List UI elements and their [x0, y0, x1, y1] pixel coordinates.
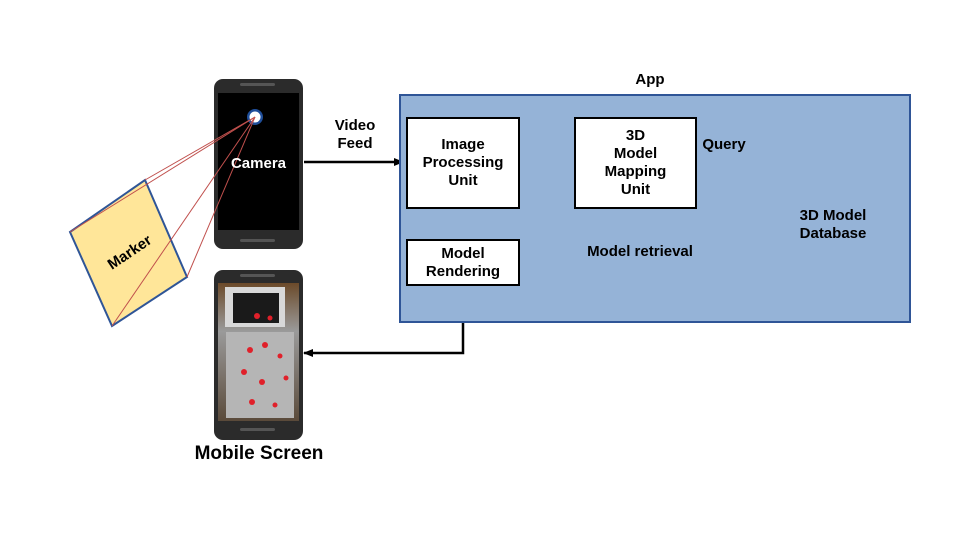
model-retrieval-label: Model retrieval [587, 243, 693, 260]
video-feed-line2: Feed [337, 134, 373, 152]
model-mapping-line2: Model [613, 145, 658, 162]
image-processing-line1: Image [441, 136, 485, 153]
mobile-phone [214, 270, 303, 440]
model-rendering-line2: Rendering [425, 262, 501, 280]
model-rendering-unit: Model Rendering [406, 239, 520, 286]
model-mapping-line4: Unit [620, 181, 651, 198]
database-label: 3D Model Database [768, 207, 898, 242]
app-title: App [635, 71, 665, 88]
model-rendering-line1: Model [441, 244, 485, 262]
image-processing-unit: Image Processing Unit [406, 117, 520, 209]
camera-phone [214, 79, 303, 249]
database-line2: Database [799, 224, 867, 242]
query-label: Query [702, 136, 746, 153]
model-mapping-unit: 3D Model Mapping Unit [574, 117, 697, 209]
image-processing-line3: Unit [448, 172, 478, 189]
camera-label: Camera [230, 155, 287, 172]
video-feed-label: Video Feed [322, 117, 388, 152]
ar-model-dots [241, 313, 289, 408]
model-mapping-line1: 3D [625, 127, 646, 144]
mobile-screen-label: Mobile Screen [194, 443, 324, 464]
video-feed-line1: Video [334, 117, 376, 134]
model-mapping-line3: Mapping [604, 163, 667, 180]
image-processing-line2: Processing [422, 154, 504, 171]
database-line1: 3D Model [799, 207, 867, 224]
camera-rays [69, 116, 256, 327]
